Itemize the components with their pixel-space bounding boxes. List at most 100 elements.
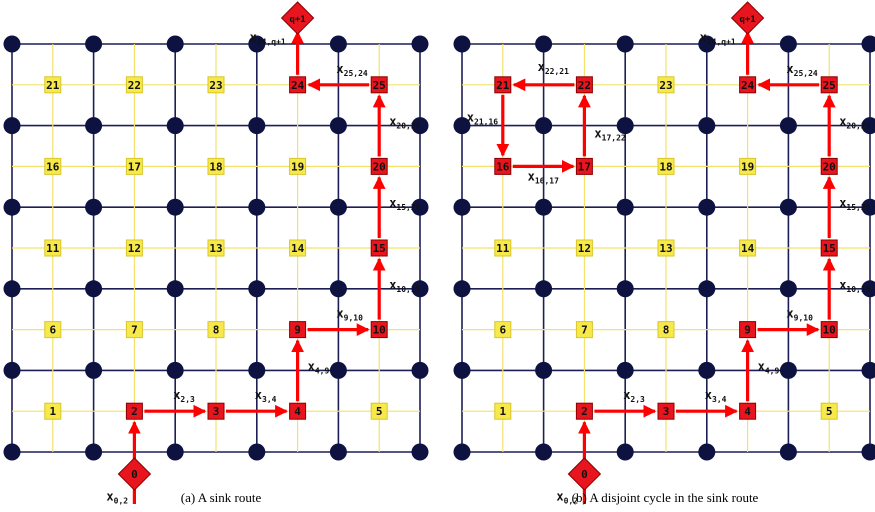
edge-label-sub: 4,9 bbox=[765, 366, 780, 375]
cell-node-box bbox=[125, 76, 143, 94]
edge-label-main: x bbox=[528, 169, 535, 183]
cell-node-label: 13 bbox=[209, 242, 222, 255]
grid-dot bbox=[698, 280, 716, 298]
cell-node-box bbox=[207, 402, 225, 420]
grid-dot bbox=[861, 198, 875, 216]
cell-node-3: 3 bbox=[657, 402, 675, 420]
edge-label-25-24: x25,24 bbox=[336, 62, 368, 78]
cell-node-20: 20 bbox=[370, 157, 388, 175]
grid-dot bbox=[85, 361, 103, 379]
cell-node-box bbox=[289, 239, 307, 257]
grid-dot bbox=[248, 361, 266, 379]
cell-node-box bbox=[44, 157, 62, 175]
cell-node-box bbox=[575, 321, 593, 339]
edge-label-main: x bbox=[786, 62, 793, 76]
grid-dots bbox=[453, 35, 875, 461]
grid-dot bbox=[779, 361, 797, 379]
edge-label-4-9: x4,9 bbox=[308, 359, 330, 375]
grid-dot bbox=[411, 35, 429, 53]
grid-dot bbox=[616, 117, 634, 135]
grid-dot bbox=[248, 35, 266, 53]
cell-node-label: 20 bbox=[823, 160, 836, 173]
cell-node-label: 12 bbox=[578, 242, 591, 255]
edge-label-main: x bbox=[538, 60, 545, 74]
cell-node-box bbox=[575, 157, 593, 175]
grid-dot bbox=[3, 280, 21, 298]
cell-node-label: 24 bbox=[291, 79, 305, 92]
source-node: 0 bbox=[567, 457, 602, 491]
grid-dot bbox=[3, 35, 21, 53]
cell-node-label: 3 bbox=[213, 405, 220, 418]
cell-node-label: 8 bbox=[213, 324, 220, 337]
edge-label-main: x bbox=[594, 127, 601, 141]
grid-dot bbox=[411, 443, 429, 461]
edge-label-20-25: x20,25 bbox=[389, 115, 421, 131]
cell-node-box bbox=[739, 157, 757, 175]
grid-dot bbox=[3, 198, 21, 216]
edge-label-sub: 25,24 bbox=[344, 69, 368, 78]
grid-dot bbox=[453, 280, 471, 298]
edge-label-10-15: x10,15 bbox=[389, 278, 421, 294]
source-node: 0 bbox=[117, 457, 152, 491]
cell-node-label: 23 bbox=[209, 79, 222, 92]
cell-node-box bbox=[820, 321, 838, 339]
cell-node-box bbox=[739, 239, 757, 257]
edge-label-20-25: x20,25 bbox=[839, 115, 871, 131]
edge-label-2-3: x2,3 bbox=[173, 388, 195, 404]
grid-dot bbox=[616, 198, 634, 216]
grid-dot bbox=[861, 443, 875, 461]
edge-label-3-4: x3,4 bbox=[255, 388, 277, 404]
sink-diamond bbox=[280, 1, 315, 35]
cell-node-18: 18 bbox=[207, 157, 225, 175]
cell-node-label: 2 bbox=[131, 405, 138, 418]
grid-dot bbox=[329, 117, 347, 135]
cell-node-1: 1 bbox=[44, 402, 62, 420]
cell-node-label: 6 bbox=[49, 324, 56, 337]
edge-label-sub: 10,15 bbox=[846, 285, 870, 294]
cell-node-box bbox=[820, 239, 838, 257]
grid-dot bbox=[411, 361, 429, 379]
cell-node-9: 9 bbox=[739, 321, 757, 339]
edge-label-main: x bbox=[389, 196, 396, 210]
cell-node-10: 10 bbox=[820, 321, 838, 339]
grid-dot bbox=[779, 35, 797, 53]
edge-label-4-9: x4,9 bbox=[758, 359, 780, 375]
edge-label-main: x bbox=[308, 359, 315, 373]
grid-dot bbox=[861, 280, 875, 298]
cell-node-label: 5 bbox=[826, 405, 833, 418]
cell-node-label: 8 bbox=[663, 324, 670, 337]
edge-label-sub: 4,9 bbox=[315, 366, 330, 375]
cell-node-box bbox=[125, 157, 143, 175]
cell-node-box bbox=[494, 321, 512, 339]
cell-node-box bbox=[289, 157, 307, 175]
cell-node-4: 4 bbox=[289, 402, 307, 420]
grid-dot bbox=[698, 443, 716, 461]
cell-node-label: 18 bbox=[209, 160, 222, 173]
grid-dot bbox=[698, 361, 716, 379]
edge-label-sub: 20,25 bbox=[846, 122, 870, 131]
cell-node-8: 8 bbox=[657, 321, 675, 339]
cell-node-17: 17 bbox=[125, 157, 143, 175]
cell-node-25: 25 bbox=[370, 76, 388, 94]
cell-node-box bbox=[494, 402, 512, 420]
edge-label-21-16: x21,16 bbox=[467, 111, 499, 127]
cell-node-box bbox=[575, 239, 593, 257]
edge-label-main: x bbox=[705, 388, 712, 402]
cell-node-24: 24 bbox=[739, 76, 757, 94]
edge-label-main: x bbox=[467, 111, 474, 125]
edge-label-3-4: x3,4 bbox=[705, 388, 727, 404]
grid-dot bbox=[248, 198, 266, 216]
cell-node-15: 15 bbox=[370, 239, 388, 257]
edge-label-sub: 24,q+1 bbox=[707, 37, 736, 46]
grid-dot bbox=[779, 280, 797, 298]
cell-node-label: 10 bbox=[373, 324, 386, 337]
cell-node-16: 16 bbox=[44, 157, 62, 175]
grid-dot bbox=[698, 35, 716, 53]
cell-node-25: 25 bbox=[820, 76, 838, 94]
cell-node-label: 25 bbox=[373, 79, 386, 92]
cell-node-box bbox=[289, 76, 307, 94]
cell-node-box bbox=[370, 239, 388, 257]
cell-node-15: 15 bbox=[820, 239, 838, 257]
